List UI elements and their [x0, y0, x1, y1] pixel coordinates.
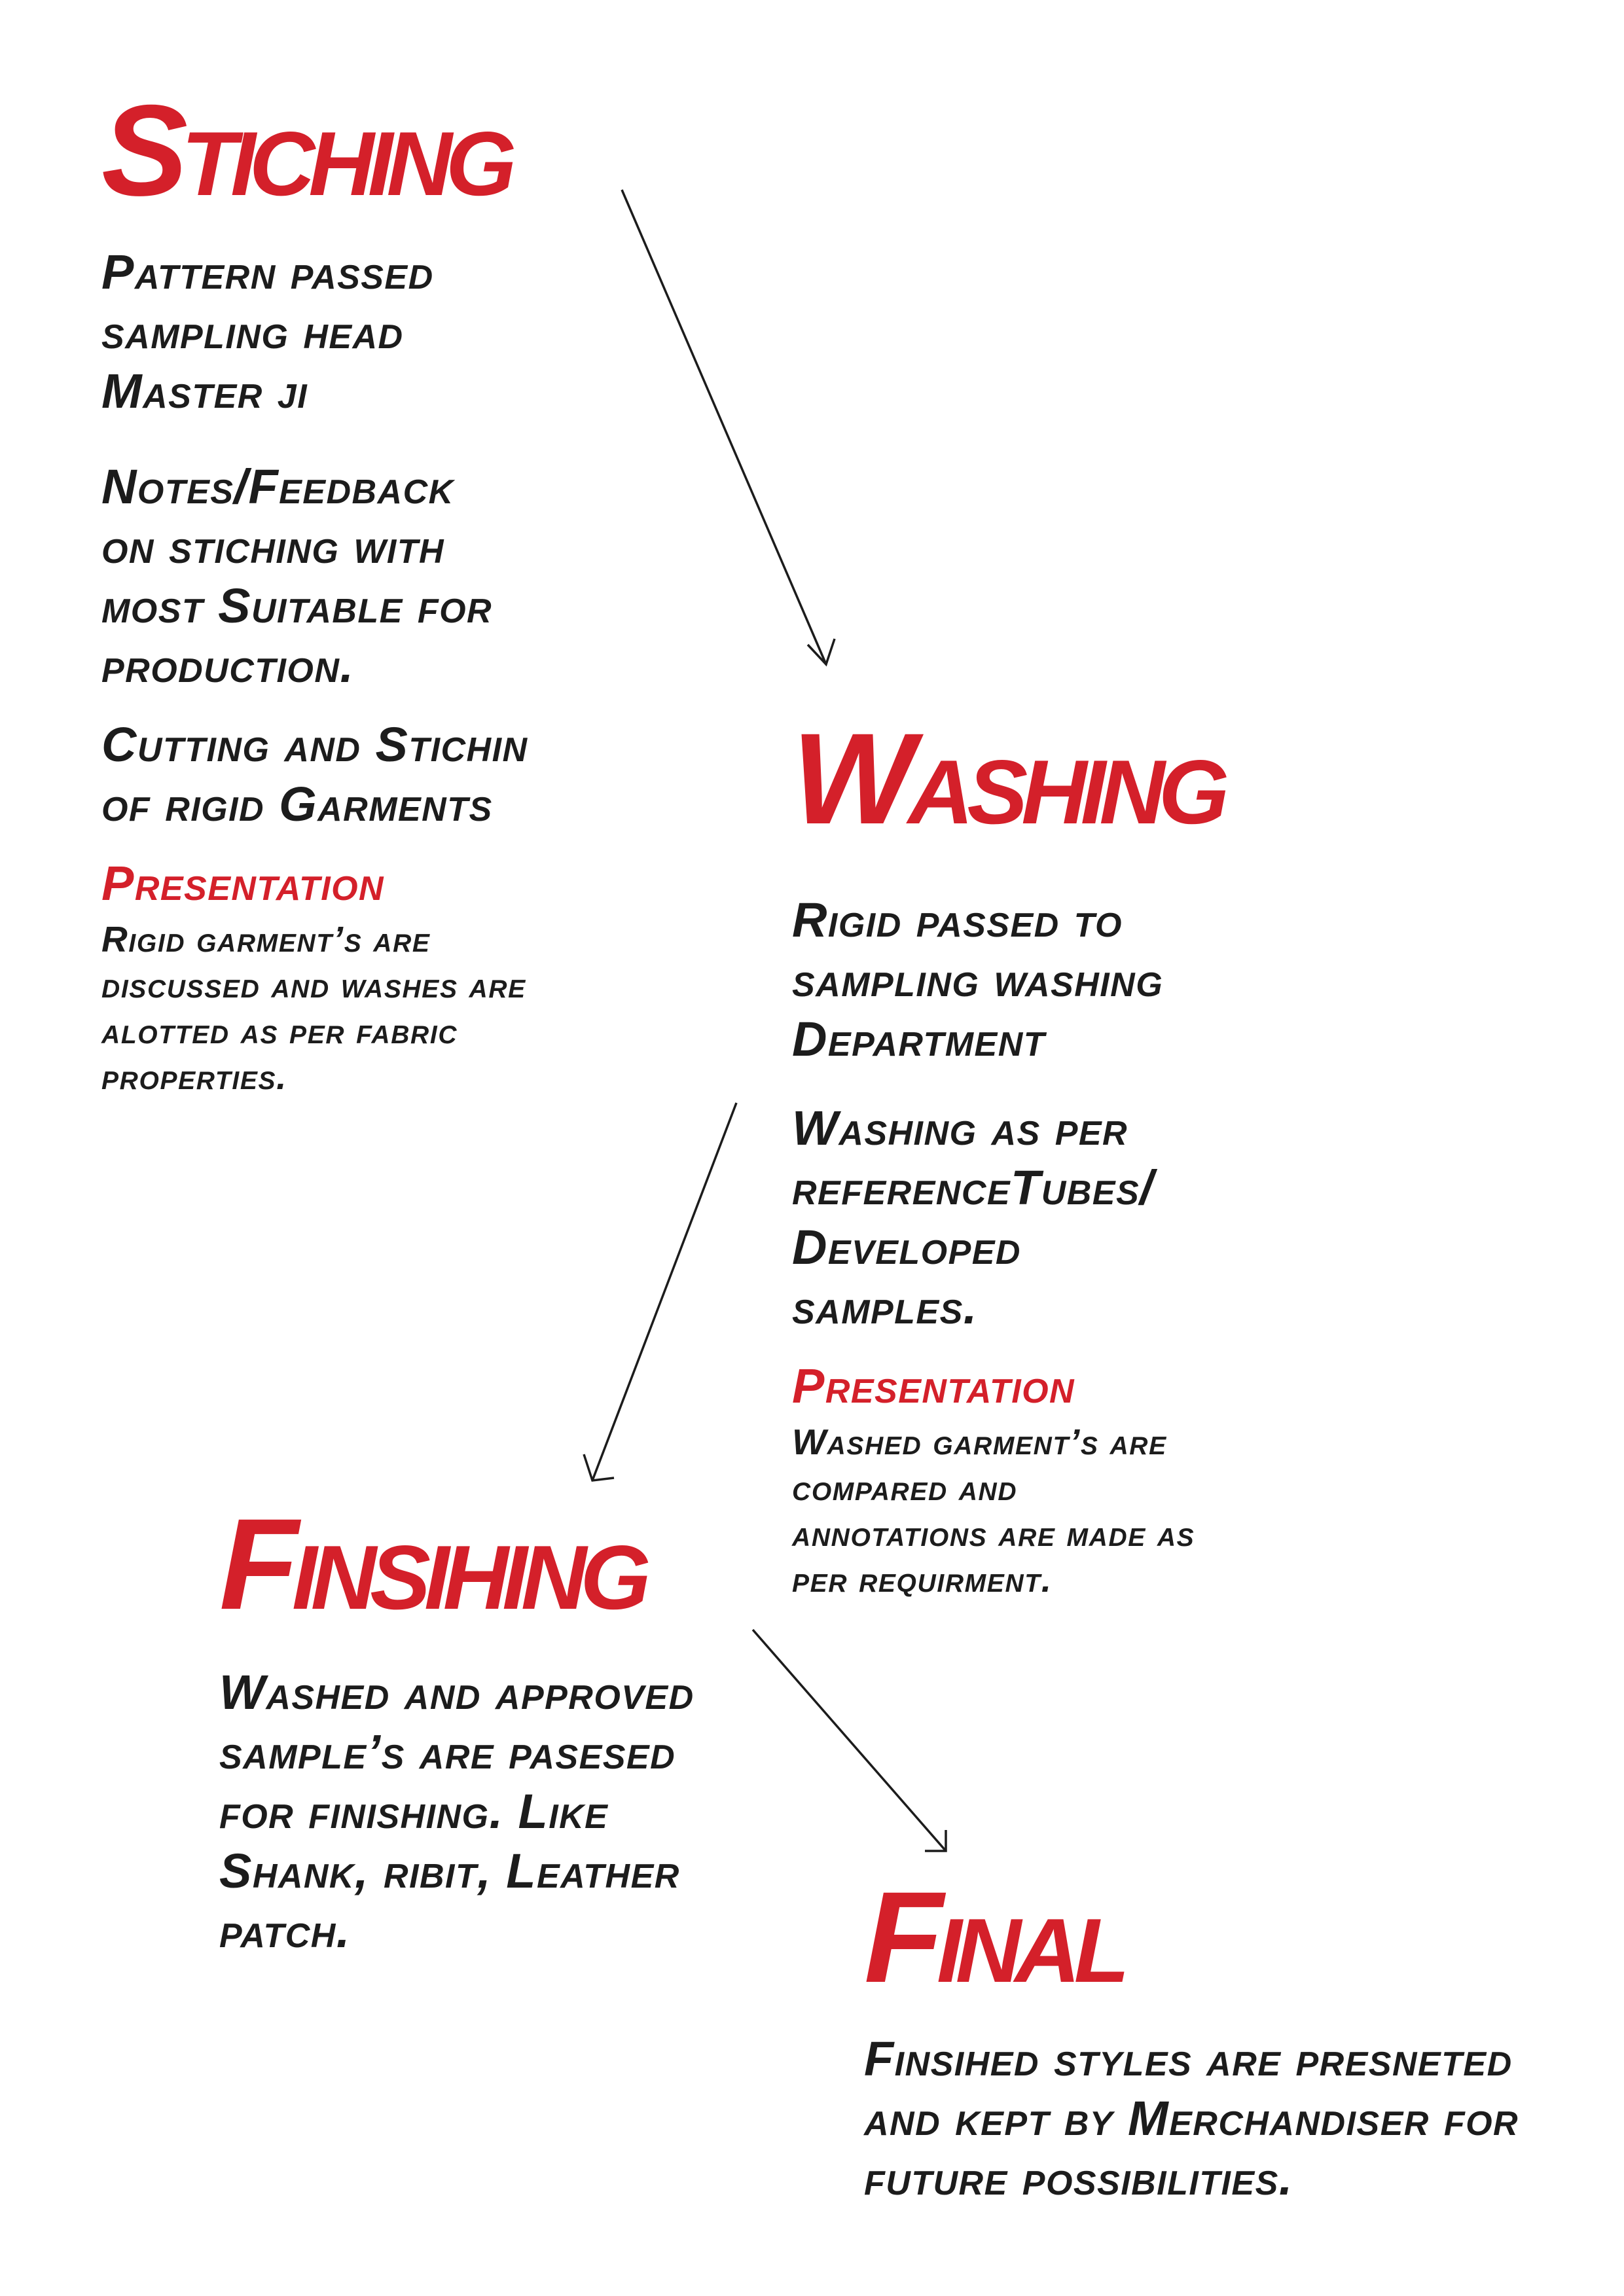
washing-text-2: Washing as per referenceTubes/ Developed…: [792, 1101, 1155, 1334]
washing-presentation-text: Washed garment’s are compared and annota…: [792, 1422, 1195, 1600]
finishing-text-1: Washed and approved sample’s are pasesed…: [219, 1665, 695, 1958]
stiching-text-3: Cutting and Stichin of rigid Garments: [101, 717, 528, 831]
stiching-presentation-text: Rigid garment’s are discussed and washes…: [101, 919, 526, 1097]
washing-text-1: Rigid passed to sampling washing Departm…: [792, 893, 1164, 1066]
arrow-stiching-to-washing: [621, 189, 836, 667]
stage-stiching: Stiching Pattern passed sampling head Ma…: [101, 85, 573, 1100]
stage-washing: Washing Rigid passed to sampling washing…: [792, 706, 1229, 1602]
stage-final: Final Finsihed styles are presneted and …: [864, 1872, 1532, 2208]
stage-title-stiching: Stiching: [101, 78, 516, 223]
stage-title-washing: Washing: [792, 706, 1229, 851]
arrow-washing-to-finishing: [583, 1102, 738, 1482]
stage-title-final: Final: [864, 1865, 1130, 2009]
stiching-text-1: Pattern passed sampling head Master ji: [101, 245, 434, 418]
stiching-presentation-label: Presentation: [101, 856, 385, 910]
stage-finishing: Finsihing Washed and approved sample’s a…: [219, 1499, 717, 1960]
final-text-1: Finsihed styles are presneted and kept b…: [864, 2032, 1519, 2205]
washing-presentation-label: Presentation: [792, 1359, 1075, 1413]
stage-title-finishing: Finsihing: [219, 1492, 651, 1636]
stiching-text-2: Notes/Feedback on stiching with most Sui…: [101, 459, 493, 692]
arrow-finishing-to-final: [751, 1628, 947, 1852]
